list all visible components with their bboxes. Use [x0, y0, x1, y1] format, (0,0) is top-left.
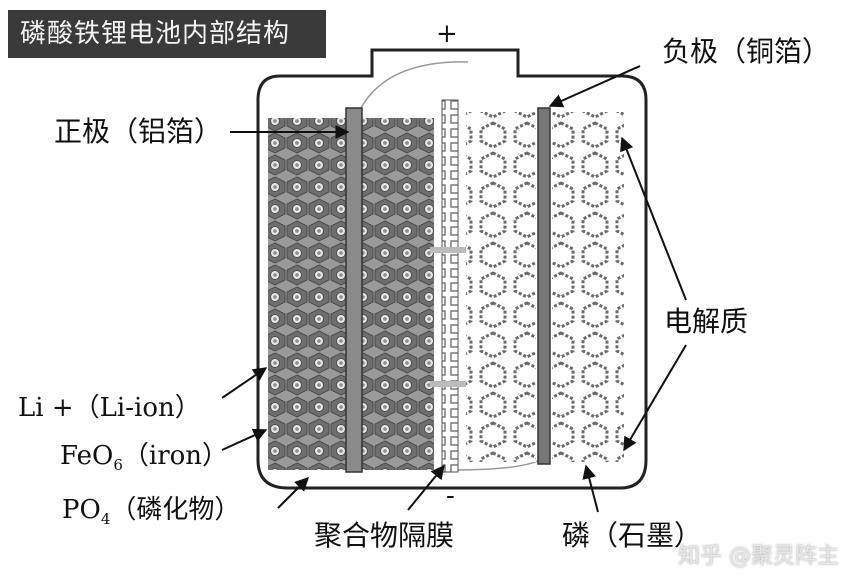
arrow-negative-electrode — [550, 66, 640, 106]
label-po4-tail: （磷化物） — [110, 495, 240, 525]
cathode-material-right — [362, 118, 434, 470]
label-separator: 聚合物隔膜 — [314, 520, 454, 552]
label-electrolyte: 电解质 — [664, 306, 748, 338]
label-feo6-tail: （iron） — [123, 441, 228, 471]
cathode-material-left — [268, 118, 346, 470]
polymer-separator — [442, 100, 458, 472]
aluminium-foil — [346, 108, 362, 472]
label-feo6: FeO6（iron） — [60, 440, 228, 481]
arrow-po4 — [278, 478, 308, 508]
label-li-ion: Li +（Li-ion） — [18, 392, 201, 424]
label-feo6-sub: 6 — [113, 456, 123, 474]
anode-graphite-left — [466, 112, 536, 462]
label-feo6-main: FeO — [60, 441, 113, 471]
copper-foil — [538, 108, 550, 464]
terminal-minus-sign: - — [446, 480, 455, 512]
label-negative-electrode: 负极（铜箔） — [662, 36, 830, 68]
label-po4: PO4（磷化物） — [62, 494, 240, 535]
arrow-electrolyte-top — [622, 138, 686, 300]
label-po4-sub: 4 — [101, 510, 111, 528]
label-positive-electrode: 正极（铝箔） — [54, 116, 222, 148]
anode-graphite-right — [552, 112, 624, 462]
label-po4-main: PO — [62, 495, 101, 525]
arrow-electrolyte-bottom — [624, 345, 686, 450]
terminal-plus-sign: + — [436, 18, 458, 50]
watermark: 知乎 @聚灵阵主 — [678, 538, 839, 570]
